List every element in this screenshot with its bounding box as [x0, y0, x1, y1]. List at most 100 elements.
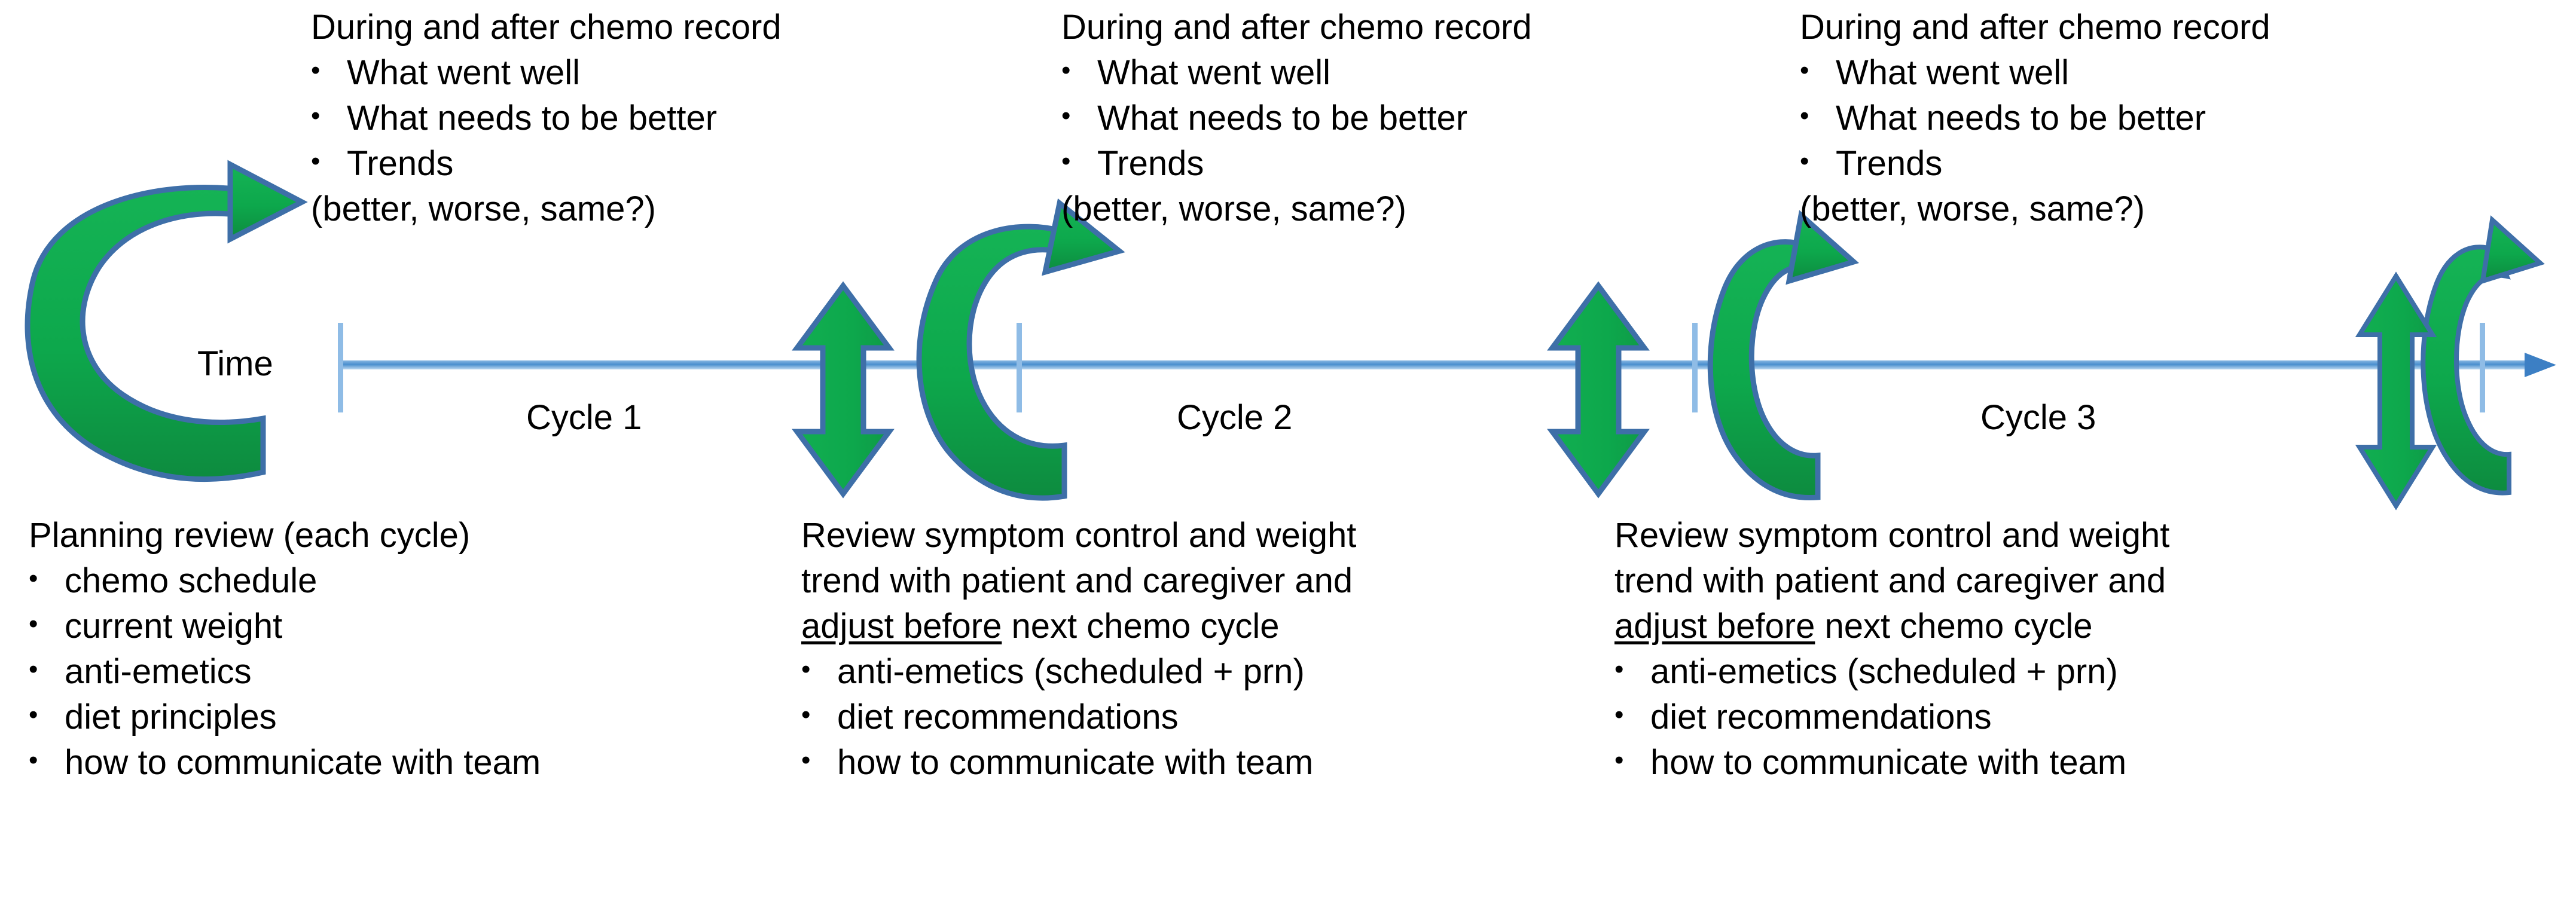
timeline-axis: [338, 323, 2556, 412]
record-block-3-bullet-1-text: What went well: [1836, 53, 2070, 92]
cycle-label-3: Cycle 3: [1980, 398, 2096, 437]
review-block-2-underlined-phrase: adjust before: [1614, 606, 1815, 646]
planning-review-bullet-5-text: how to communicate with team: [65, 742, 541, 782]
review-block-2-line-1: Review symptom control and weight: [1614, 516, 2170, 555]
review-block-1: Review symptom control and weight trend …: [801, 513, 1579, 785]
bullet-icon: •: [1061, 100, 1071, 130]
record-block-1-heading: During and after chemo record: [311, 8, 782, 47]
record-block-3-heading: During and after chemo record: [1800, 8, 2270, 47]
circular-arrow-planning-4-icon: [2421, 215, 2545, 496]
timeline-tick-cycle1: [1017, 323, 1022, 412]
timeline-axis-label: Time: [197, 344, 273, 383]
circular-arrow-planning-1-icon: [25, 160, 308, 482]
timeline-tick-start: [338, 323, 343, 412]
cycle-label-2: Cycle 2: [1177, 398, 1293, 437]
bullet-icon: •: [29, 699, 38, 729]
timeline-tick-cycle2: [1692, 323, 1698, 412]
bullet-icon: •: [1061, 146, 1071, 176]
bullet-icon: •: [311, 55, 321, 85]
record-block-3-bullet-1: • What went well: [1800, 50, 2505, 96]
record-block-1: During and after chemo record • What wen…: [311, 5, 1017, 232]
review-block-2-bullet-3-text: how to communicate with team: [1650, 742, 2127, 782]
planning-review-bullet-4-text: diet principles: [65, 697, 277, 736]
record-block-1-bullet-2-text: What needs to be better: [347, 98, 718, 137]
review-block-2-bullet-2-text: diet recommendations: [1650, 697, 1992, 736]
record-block-2-bullet-3: • Trends: [1061, 141, 1767, 187]
record-block-1-bullet-1-text: What went well: [347, 53, 581, 92]
planning-review-bullet-1-text: chemo schedule: [65, 561, 318, 600]
record-block-2-tail: (better, worse, same?): [1061, 189, 1406, 228]
record-block-2-bullet-2-text: What needs to be better: [1097, 98, 1468, 137]
review-block-1-line-3: adjust before next chemo cycle: [801, 604, 1579, 649]
bullet-icon: •: [29, 654, 38, 684]
record-block-2: During and after chemo record • What wen…: [1061, 5, 1767, 232]
bullet-icon: •: [29, 563, 38, 593]
review-block-1-line-1: Review symptom control and weight: [801, 516, 1357, 555]
record-block-3-tail: (better, worse, same?): [1800, 189, 2145, 228]
record-block-1-bullet-3: • Trends: [311, 141, 1017, 187]
review-block-1-bullet-2: • diet recommendations: [801, 695, 1579, 740]
review-block-1-bullet-1-text: anti-emetics (scheduled + prn): [837, 652, 1305, 691]
review-block-2-bullet-1: • anti-emetics (scheduled + prn): [1614, 649, 2392, 695]
bullet-icon: •: [1614, 654, 1624, 684]
review-block-1-bullet-3-text: how to communicate with team: [837, 742, 1314, 782]
record-block-3-bullet-2: • What needs to be better: [1800, 96, 2505, 141]
review-block-1-underlined-phrase: adjust before: [801, 606, 1002, 646]
review-block-2-bullet-3: • how to communicate with team: [1614, 740, 2392, 785]
record-block-1-bullet-2: • What needs to be better: [311, 96, 1017, 141]
record-block-2-bullet-2: • What needs to be better: [1061, 96, 1767, 141]
bullet-icon: •: [801, 745, 811, 775]
circular-arrow-planning-2-icon: [916, 198, 1125, 501]
record-block-2-bullet-1: • What went well: [1061, 50, 1767, 96]
record-block-3-bullet-3: • Trends: [1800, 141, 2505, 187]
record-block-2-bullet-3-text: Trends: [1097, 143, 1204, 183]
planning-review-heading: Planning review (each cycle): [29, 516, 471, 555]
review-block-2-line-3: adjust before next chemo cycle: [1614, 604, 2392, 649]
planning-review-bullet-2-text: current weight: [65, 606, 283, 646]
bullet-icon: •: [311, 100, 321, 130]
record-block-3-bullet-3-text: Trends: [1836, 143, 1943, 183]
cycle-label-1: Cycle 1: [526, 398, 642, 437]
review-block-2-line-2: trend with patient and caregiver and: [1614, 561, 2166, 600]
planning-review-bullet-3: • anti-emetics: [29, 649, 788, 695]
planning-review-bullet-4: • diet principles: [29, 695, 788, 740]
planning-review-bullet-3-text: anti-emetics: [65, 652, 252, 691]
review-block-2-line-3-rest: next chemo cycle: [1815, 606, 2093, 646]
record-block-3: During and after chemo record • What wen…: [1800, 5, 2505, 232]
record-block-3-bullet-2-text: What needs to be better: [1836, 98, 2206, 137]
bullet-icon: •: [1614, 745, 1624, 775]
bullet-icon: •: [801, 699, 811, 729]
review-block-2: Review symptom control and weight trend …: [1614, 513, 2392, 785]
double-arrow-review-1-icon: [792, 281, 895, 499]
circular-arrow-planning-3-icon: [1707, 210, 1860, 501]
bullet-icon: •: [29, 745, 38, 775]
review-block-1-line-2: trend with patient and caregiver and: [801, 561, 1353, 600]
record-block-2-heading: During and after chemo record: [1061, 8, 1532, 47]
review-block-2-bullet-2: • diet recommendations: [1614, 695, 2392, 740]
bullet-icon: •: [1061, 55, 1071, 85]
review-block-1-bullet-2-text: diet recommendations: [837, 697, 1179, 736]
review-block-2-bullet-1-text: anti-emetics (scheduled + prn): [1650, 652, 2118, 691]
planning-review-bullet-1: • chemo schedule: [29, 558, 788, 604]
record-block-1-bullet-1: • What went well: [311, 50, 1017, 96]
bullet-icon: •: [1614, 699, 1624, 729]
review-block-1-line-3-rest: next chemo cycle: [1002, 606, 1280, 646]
bullet-icon: •: [1800, 146, 1809, 176]
review-block-1-bullet-1: • anti-emetics (scheduled + prn): [801, 649, 1579, 695]
timeline-tick-cycle3: [2480, 323, 2485, 412]
record-block-2-bullet-1-text: What went well: [1097, 53, 1331, 92]
bullet-icon: •: [801, 654, 811, 684]
double-arrow-review-2-icon: [1547, 281, 1650, 499]
bullet-icon: •: [29, 609, 38, 638]
record-block-1-bullet-3-text: Trends: [347, 143, 454, 183]
record-block-1-tail: (better, worse, same?): [311, 189, 656, 228]
review-block-1-bullet-3: • how to communicate with team: [801, 740, 1579, 785]
bullet-icon: •: [311, 146, 321, 176]
bullet-icon: •: [1800, 100, 1809, 130]
planning-review-bullet-5: • how to communicate with team: [29, 740, 788, 785]
double-arrow-review-3-icon: [2355, 271, 2437, 510]
planning-review-bullet-2: • current weight: [29, 604, 788, 649]
planning-review-block: Planning review (each cycle) • chemo sch…: [29, 513, 788, 785]
